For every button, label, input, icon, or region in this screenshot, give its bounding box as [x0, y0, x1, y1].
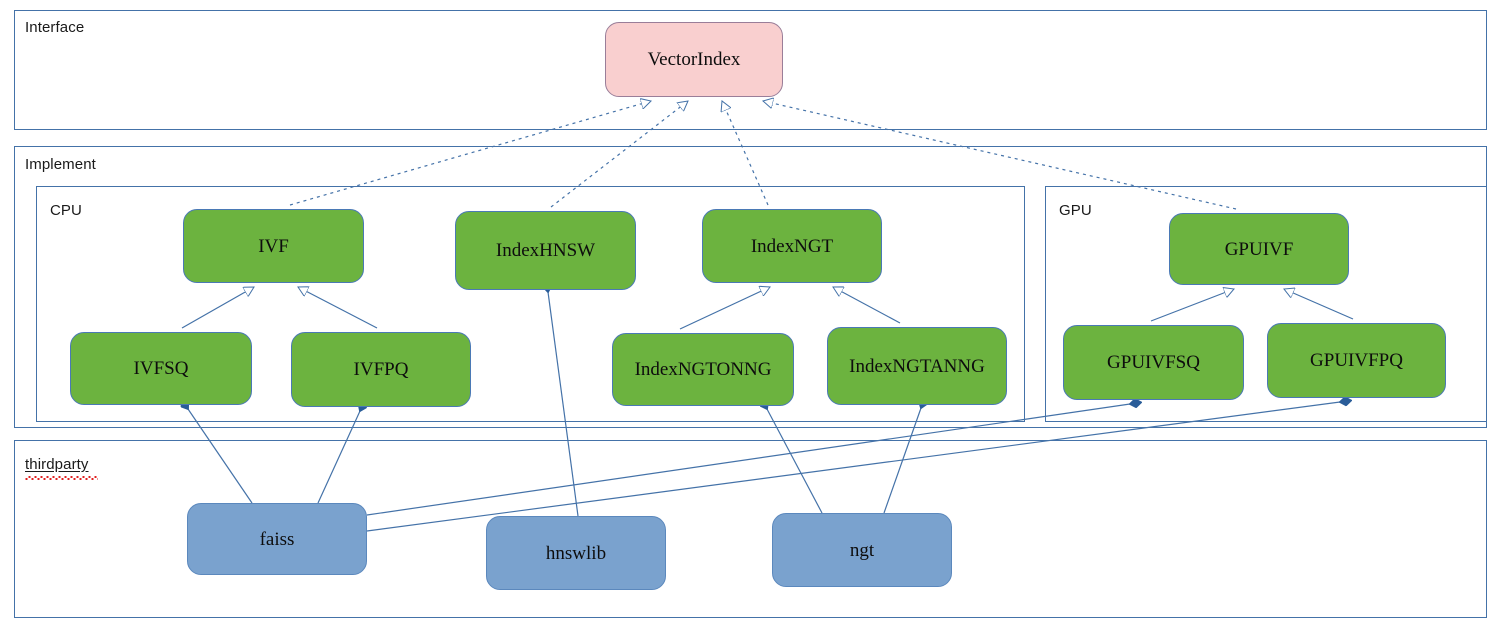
package-label-implement: Implement [25, 156, 96, 173]
node-ivfsq[interactable]: IVFSQ [70, 332, 252, 405]
node-indexngt[interactable]: IndexNGT [702, 209, 882, 283]
node-ivf[interactable]: IVF [183, 209, 364, 283]
package-label-gpu: GPU [1059, 202, 1092, 219]
package-label-thirdparty: thirdparty [25, 456, 89, 473]
node-ivfpq[interactable]: IVFPQ [291, 332, 471, 407]
package-label-cpu: CPU [50, 202, 82, 219]
node-ngt[interactable]: ngt [772, 513, 952, 587]
node-hnswlib[interactable]: hnswlib [486, 516, 666, 590]
node-indexhnsw[interactable]: IndexHNSW [455, 211, 636, 290]
node-gpuivf[interactable]: GPUIVF [1169, 213, 1349, 285]
spellcheck-squiggle-thirdparty [25, 476, 98, 480]
node-indexngtonng[interactable]: IndexNGTONNG [612, 333, 794, 406]
node-faiss[interactable]: faiss [187, 503, 367, 575]
node-vectorindex[interactable]: VectorIndex [605, 22, 783, 97]
node-gpuivfsq[interactable]: GPUIVFSQ [1063, 325, 1244, 400]
node-indexngtanng[interactable]: IndexNGTANNG [827, 327, 1007, 405]
node-gpuivfpq[interactable]: GPUIVFPQ [1267, 323, 1446, 398]
package-label-interface: Interface [25, 19, 85, 36]
